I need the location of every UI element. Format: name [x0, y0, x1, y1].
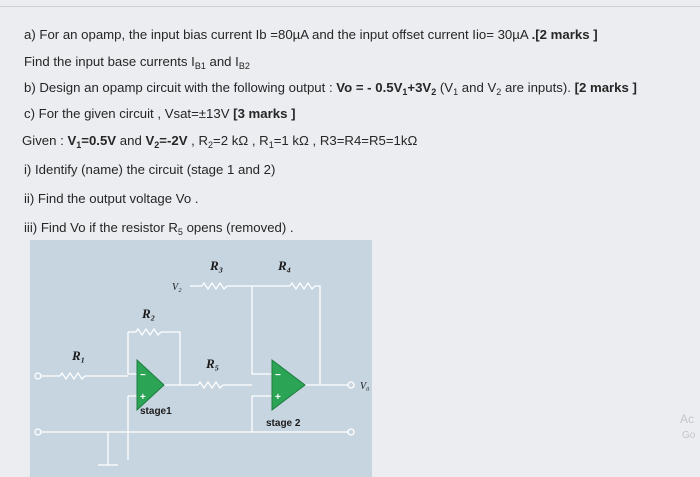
label-v2: V₂ [172, 282, 182, 293]
label-r1: R₁ [71, 348, 85, 363]
stage1-plus: + [140, 392, 146, 403]
text-segment: and V [458, 80, 497, 95]
circuit-diagram: R₃ R₄ V₂ R₂ R₁ R₅ V₁ V₀ − + − + stage1 s… [30, 240, 372, 477]
text-segment: [2 marks ] [574, 80, 637, 95]
text-segment: 2 [208, 140, 214, 150]
text-segment: (V [436, 80, 454, 95]
label-r3: R₃ [209, 258, 223, 273]
given-values: Given : V1=0.5V and V2=-2V , R2=2 kΩ , R… [22, 133, 418, 150]
text-segment: iii) Find Vo if the resistor R [24, 220, 178, 235]
question-a-find: Find the input base currents IB1 and IB2 [24, 54, 250, 71]
text-segment: +3V [407, 80, 432, 95]
text-segment: 1 [453, 87, 459, 97]
resistor-r1 [59, 371, 86, 381]
text-segment: Find the input base currents I [24, 54, 195, 69]
text-segment: .[2 marks ] [531, 27, 598, 42]
terminal-ground-left [34, 428, 42, 436]
text-segment: =1 kΩ , R3=R4=R5=1kΩ [273, 133, 418, 148]
text-segment: =0.5V [81, 133, 117, 148]
text-segment: and I [205, 54, 239, 69]
text-segment: ii) Find the output voltage Vo . [24, 191, 199, 206]
opamp-stage1 [136, 358, 165, 412]
top-divider [0, 6, 700, 7]
opamp-stage2 [271, 358, 306, 412]
text-segment: opens (removed) . [182, 220, 294, 235]
label-stage1: stage1 [140, 406, 172, 417]
text-segment: a) For an opamp, the input bias current … [24, 27, 532, 42]
text-segment: 1 [402, 87, 408, 97]
text-segment: [3 marks ] [233, 106, 296, 121]
text-segment: 2 [431, 87, 437, 97]
wire-stage1-plus-ground [127, 395, 137, 460]
text-segment: and [116, 133, 146, 148]
text-segment: V [145, 133, 155, 148]
label-r5: R₅ [205, 356, 219, 371]
terminal-ground-right [347, 428, 355, 436]
text-segment: , R [187, 133, 209, 148]
wire-r2-right [161, 331, 181, 385]
text-segment: 1 [268, 140, 274, 150]
text-segment: are inputs). [501, 80, 575, 95]
question-c-iii: iii) Find Vo if the resistor R5 opens (r… [24, 220, 294, 237]
text-segment: 2 [154, 140, 160, 150]
stage1-minus: − [140, 370, 146, 381]
text-segment: =2 kΩ , R [213, 133, 269, 148]
watermark-line1: Ac [680, 412, 695, 426]
question-c: c) For the given circuit , Vsat=±13V [3 … [24, 106, 295, 122]
circuit-svg: R₃ R₄ V₂ R₂ R₁ R₅ V₁ V₀ − + − + stage1 s… [34, 258, 370, 466]
terminal-vo [347, 381, 355, 389]
watermark-line2: Go [682, 430, 696, 441]
text-segment: Given : [22, 133, 68, 148]
text-segment: 5 [177, 227, 183, 237]
resistor-r3 [201, 281, 228, 291]
text-segment: V [67, 133, 77, 148]
question-a: a) For an opamp, the input bias current … [24, 27, 598, 43]
text-segment: B2 [238, 61, 250, 71]
label-r4: R₄ [277, 258, 291, 273]
text-segment: i) Identify (name) the circuit (stage 1 … [24, 162, 276, 177]
text-segment: =-2V [159, 133, 188, 148]
text-segment: b) Design an opamp circuit with the foll… [24, 80, 337, 95]
wire-r2-left [127, 332, 137, 375]
question-c-i: i) Identify (name) the circuit (stage 1 … [24, 162, 275, 178]
label-vo: V₀ [360, 381, 370, 392]
wire-r4-output [315, 285, 321, 385]
resistor-r2 [135, 327, 162, 337]
wire-stage2-plus-ground [251, 395, 272, 432]
text-segment: c) For the given circuit , Vsat=±13V [24, 106, 234, 121]
question-c-ii: ii) Find the output voltage Vo . [24, 191, 198, 207]
label-r2: R₂ [141, 306, 155, 321]
wire-node-stage2-minus [251, 286, 272, 375]
resistor-r4 [289, 281, 316, 291]
stage2-plus: + [275, 392, 281, 403]
stage2-minus: − [275, 370, 281, 381]
text-segment: B1 [194, 61, 206, 71]
text-segment: 2 [496, 87, 502, 97]
resistor-r5 [197, 380, 224, 390]
text-segment: 1 [76, 140, 82, 150]
text-segment: Vo = - 0.5V [336, 80, 403, 95]
question-b: b) Design an opamp circuit with the foll… [24, 80, 637, 97]
label-stage2: stage 2 [266, 418, 301, 429]
terminal-v1 [34, 372, 42, 380]
